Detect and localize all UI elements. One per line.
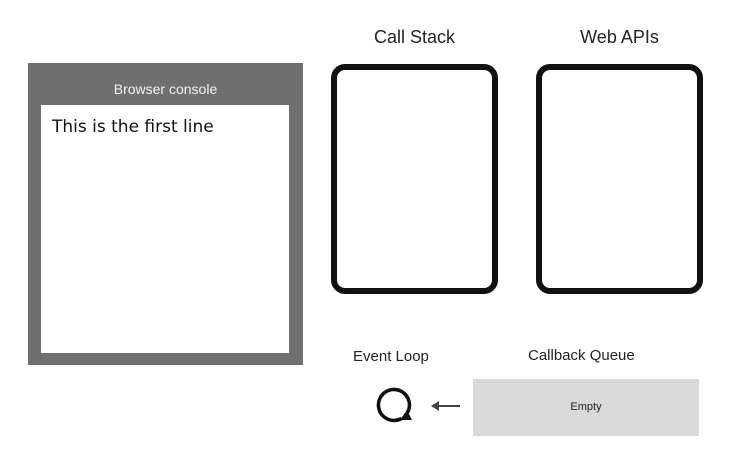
arrow-left-icon <box>430 398 462 414</box>
call-stack-box <box>331 64 498 294</box>
refresh-loop-icon <box>373 384 417 428</box>
callback-queue-status: Empty <box>570 401 602 413</box>
event-loop-label: Event Loop <box>353 348 429 365</box>
web-apis-title: Web APIs <box>580 27 659 47</box>
browser-console: Browser console This is the first line <box>28 63 303 365</box>
callback-queue-box: Empty <box>473 379 699 436</box>
browser-console-output: This is the first line <box>41 105 289 353</box>
call-stack-title: Call Stack <box>373 27 456 47</box>
callback-queue-label: Callback Queue <box>528 347 635 364</box>
browser-console-title: Browser console <box>113 81 218 97</box>
web-apis-box <box>536 64 703 294</box>
console-output-line: This is the first line <box>52 117 214 137</box>
